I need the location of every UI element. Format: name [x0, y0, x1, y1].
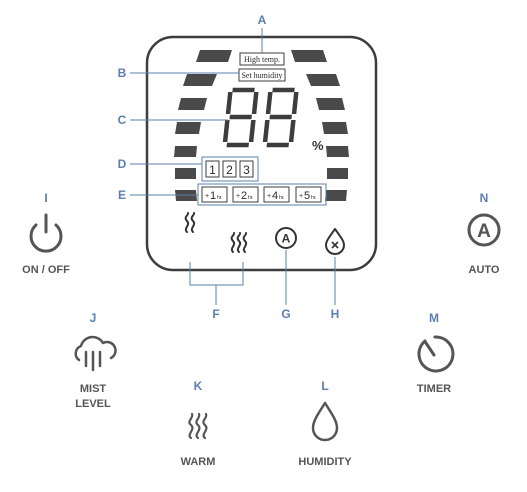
timer-dial-icon: [417, 335, 455, 373]
mist-level-box-1: [205, 160, 220, 178]
timer-2hr: + 2 hr.: [232, 186, 259, 203]
callout-m: M: [429, 311, 439, 325]
mist-level-group-frame: [201, 156, 259, 182]
right-bar-2: [306, 74, 340, 86]
callout-e: E: [118, 188, 126, 202]
left-level-bars: [174, 50, 232, 201]
right-bar-3: [316, 98, 345, 110]
mist-level-label-line1: MIST: [80, 383, 107, 395]
cloud-rain-icon: [74, 335, 117, 372]
callout-l: L: [321, 379, 328, 393]
timer-1hr-box: [201, 186, 228, 203]
timer-1hr-unit: hr.: [217, 195, 223, 201]
set-humidity-indicator-frame: [238, 68, 286, 82]
right-bar-1: [291, 50, 327, 62]
warm-indicator-icon-1: [184, 212, 196, 233]
timer-1hr-number: 1: [210, 190, 216, 202]
right-level-bars: [291, 50, 349, 201]
timer-4hr-prefix: +: [267, 193, 271, 200]
left-bar-5: [174, 146, 197, 157]
timer-indicators: + 1 hr. + 2 hr. + 4 hr. + 5 hr.: [201, 186, 322, 203]
timer-5hr: + 5 hr.: [295, 186, 322, 203]
callout-k: K: [194, 379, 203, 393]
auto-indicator-icon: A: [275, 227, 297, 249]
left-bar-1: [196, 50, 232, 62]
timer-5hr-prefix: +: [299, 193, 303, 200]
power-icon: [29, 213, 63, 253]
callout-h: H: [331, 307, 340, 321]
timer-2hr-number: 2: [241, 190, 247, 202]
right-bar-5: [326, 146, 349, 157]
timer-label: TIMER: [417, 383, 451, 395]
steam-waves-icon: [188, 412, 208, 440]
right-bar-4: [322, 122, 348, 134]
humidity-digits: [222, 87, 299, 148]
left-bar-3: [178, 98, 207, 110]
timer-4hr-unit: hr.: [279, 195, 285, 201]
timer-5hr-number: 5: [304, 190, 310, 202]
mist-level-label-line2: LEVEL: [75, 398, 111, 410]
warm-label: WARM: [181, 456, 216, 468]
warm-indicator-icon-2: [230, 232, 248, 253]
svg-text:A: A: [477, 221, 491, 242]
water-drop-icon: [311, 401, 339, 442]
timer-2hr-box: [232, 186, 259, 203]
timer-button[interactable]: TIMER: [417, 335, 455, 395]
mist-level-3: 3: [243, 163, 250, 177]
right-bar-6: [327, 168, 348, 179]
set-humidity-indicator: Set humidity: [241, 71, 282, 80]
callout-g: G: [281, 307, 290, 321]
left-bar-2: [183, 74, 217, 86]
percent-sign: %: [312, 138, 324, 153]
auto-button[interactable]: A AUTO: [467, 213, 501, 276]
callout-c: C: [118, 113, 127, 127]
digit-right: [262, 87, 299, 148]
mist-level-indicators: 1 2 3: [205, 160, 254, 178]
humidity-label: HUMIDITY: [298, 456, 352, 468]
humidity-button[interactable]: HUMIDITY: [298, 401, 352, 468]
digit-left: [222, 87, 259, 148]
timer-4hr-number: 4: [272, 190, 278, 202]
callout-i: I: [44, 191, 47, 205]
high-temp-indicator: High temp.: [244, 55, 280, 64]
callout-b: B: [118, 66, 127, 80]
callout-a: A: [258, 13, 267, 27]
callout-j: J: [90, 311, 97, 325]
callout-d: D: [118, 157, 127, 171]
mist-level-1: 1: [209, 163, 216, 177]
auto-a-icon: A: [467, 213, 501, 247]
mist-level-button[interactable]: MIST LEVEL: [74, 335, 117, 410]
timer-5hr-box: [295, 186, 322, 203]
timer-5hr-unit: hr.: [311, 195, 317, 201]
mist-level-box-2: [222, 160, 237, 178]
timer-2hr-unit: hr.: [248, 195, 254, 201]
mist-level-2: 2: [226, 163, 233, 177]
on-off-button[interactable]: ON / OFF: [22, 213, 70, 276]
svg-text:A: A: [282, 232, 291, 246]
humidity-indicator-icon: [325, 228, 345, 255]
timer-4hr: + 4 hr.: [263, 186, 290, 203]
timer-2hr-prefix: +: [236, 193, 240, 200]
left-bar-6: [175, 168, 196, 179]
mist-level-box-3: [239, 160, 254, 178]
timer-1hr: + 1 hr.: [201, 186, 228, 203]
left-bar-4: [175, 122, 201, 134]
timer-4hr-box: [263, 186, 290, 203]
on-off-label: ON / OFF: [22, 264, 70, 276]
callout-f: F: [212, 307, 219, 321]
auto-label: AUTO: [469, 264, 500, 276]
warm-button[interactable]: WARM: [181, 412, 216, 468]
timer-1hr-prefix: +: [205, 193, 209, 200]
callout-leaders: [130, 28, 336, 305]
callout-n: N: [480, 191, 489, 205]
right-bar-7: [325, 190, 347, 201]
